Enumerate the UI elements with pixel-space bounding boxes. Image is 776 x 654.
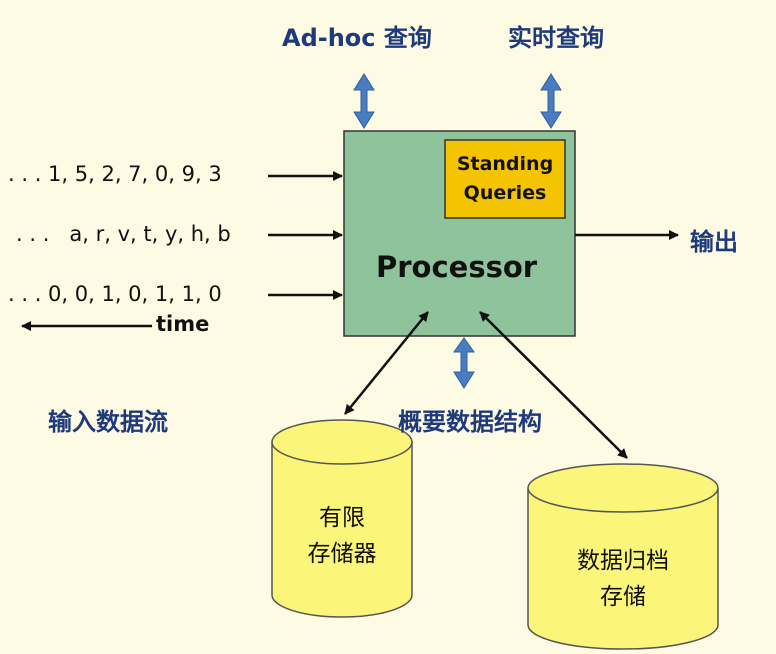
archive-storage-label: 数据归档 存储: [528, 543, 718, 615]
summary-structure-double-arrow: [453, 337, 475, 389]
adhoc-query-double-arrow: [353, 73, 375, 129]
limited-storage-line2: 存储器: [307, 541, 377, 567]
processor-title: Processor: [376, 250, 538, 284]
standing-queries-label: Standing Queries: [445, 150, 565, 208]
summary-structure-label: 概要数据结构: [398, 408, 542, 436]
realtime-query-double-arrow: [540, 73, 562, 129]
limited-storage-label: 有限 存储器: [272, 500, 412, 572]
stream-numbers-label: . . . 1, 5, 2, 7, 0, 9, 3: [8, 162, 222, 186]
time-label: time: [156, 312, 210, 336]
realtime-query-label: 实时查询: [508, 24, 604, 52]
archive-storage-arrow: [479, 311, 628, 459]
archive-storage-line1: 数据归档: [577, 548, 669, 574]
standing-queries-box: [444, 139, 566, 219]
standing-queries-line1: Standing: [456, 153, 554, 175]
stream-letters-label: . . . a, r, v, t, y, h, b: [16, 222, 231, 246]
limited-storage-line1: 有限: [319, 505, 365, 531]
output-label: 输出: [690, 228, 738, 256]
standing-queries-line2: Queries: [463, 182, 547, 204]
archive-storage-line2: 存储: [600, 584, 646, 610]
stream-bits-label: . . . 0, 0, 1, 0, 1, 1, 0: [8, 282, 222, 306]
input-stream-label: 输入数据流: [48, 408, 168, 436]
limited-storage-cylinder: [271, 419, 413, 618]
archive-storage-cylinder: [527, 463, 719, 650]
limited-storage-arrow: [344, 311, 429, 415]
adhoc-query-label: Ad-hoc 查询: [282, 24, 432, 52]
